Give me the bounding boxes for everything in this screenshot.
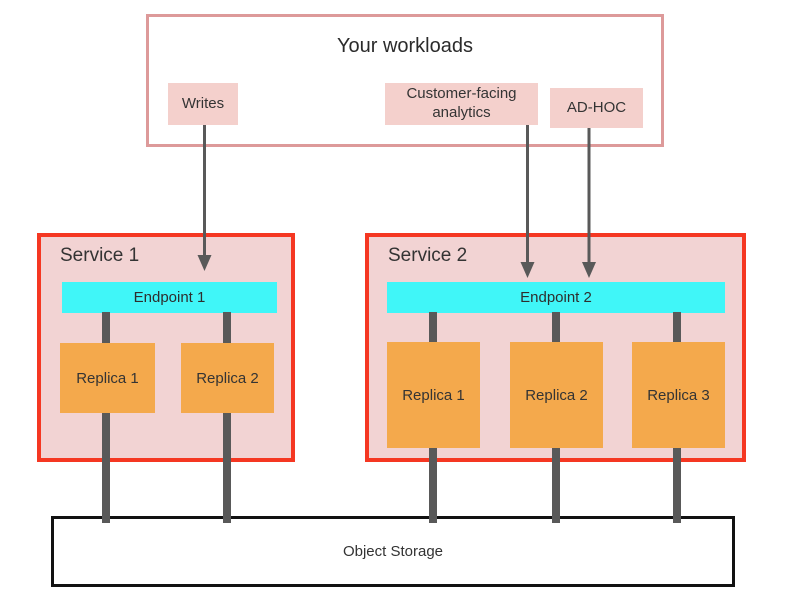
object-storage-label: Object Storage (342, 543, 444, 560)
endpoint-2-node: Endpoint 2 (387, 282, 725, 313)
service-1-replica-1-node: Replica 1 (60, 343, 155, 413)
service-2-box: Service 2 Endpoint 2 Replica 1 Replica 2… (365, 233, 746, 462)
your-workloads-box: Your workloads Writes Customer-facing an… (146, 14, 664, 147)
service-2-replica-2-label: Replica 2 (525, 386, 588, 404)
service-1-replica-1-label: Replica 1 (76, 369, 139, 387)
service-2-replica-3-node: Replica 3 (632, 342, 725, 448)
service-1-title: Service 1 (60, 245, 140, 266)
endpoint-1-label: Endpoint 1 (133, 289, 206, 306)
writes-label: Writes (181, 94, 225, 112)
endpoint-2-label: Endpoint 2 (520, 289, 592, 306)
ad-hoc-node: AD-HOC (550, 88, 643, 128)
workloads-title: Your workloads (336, 35, 473, 57)
customer-facing-analytics-node: Customer-facing analytics (385, 83, 538, 125)
endpoint-1-node: Endpoint 1 (62, 282, 277, 313)
service-2-replica-2-node: Replica 2 (510, 342, 603, 448)
service-2-replica-1-node: Replica 1 (387, 342, 480, 448)
writes-node: Writes (168, 83, 238, 125)
service-2-replica-1-label: Replica 1 (402, 386, 465, 404)
service-1-box: Service 1 Endpoint 1 Replica 1 Replica 2 (37, 233, 295, 462)
object-storage-box: Object Storage (51, 516, 735, 587)
service-1-replica-2-label: Replica 2 (196, 369, 259, 387)
service-2-title: Service 2 (388, 245, 468, 266)
service-2-replica-3-label: Replica 3 (647, 386, 710, 404)
adhoc-label: AD-HOC (566, 98, 627, 116)
analytics-label: Customer-facing analytics (406, 85, 517, 121)
service-1-replica-2-node: Replica 2 (181, 343, 274, 413)
